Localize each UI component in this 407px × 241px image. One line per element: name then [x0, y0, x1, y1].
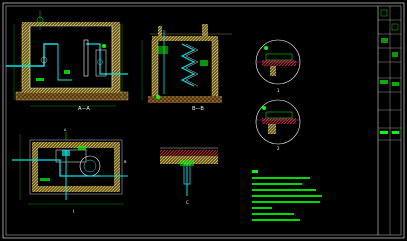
detail-c: C [160, 147, 218, 205]
circle-2-label: 2 [277, 146, 280, 151]
section-bb-label: B—B [192, 106, 204, 112]
notes-block [252, 170, 322, 221]
title-block [377, 6, 401, 235]
plan-view-label: I [73, 209, 74, 214]
section-aa-label: A—A [78, 106, 90, 112]
sheet-frame-inner [5, 5, 402, 236]
section-bb: B—B [141, 24, 232, 112]
sheet-frame-outer [2, 2, 405, 239]
section-aa: A—A [6, 10, 129, 112]
detail-circle-1: 1 [255, 39, 301, 93]
circle-1-label: 1 [277, 88, 280, 93]
detail-circle-2: 2 [255, 99, 301, 151]
plan-marker-b: B [124, 160, 127, 164]
plan-view: A B I [12, 128, 128, 214]
detail-c-label: C [186, 200, 189, 205]
plan-marker-a: A [64, 128, 67, 132]
